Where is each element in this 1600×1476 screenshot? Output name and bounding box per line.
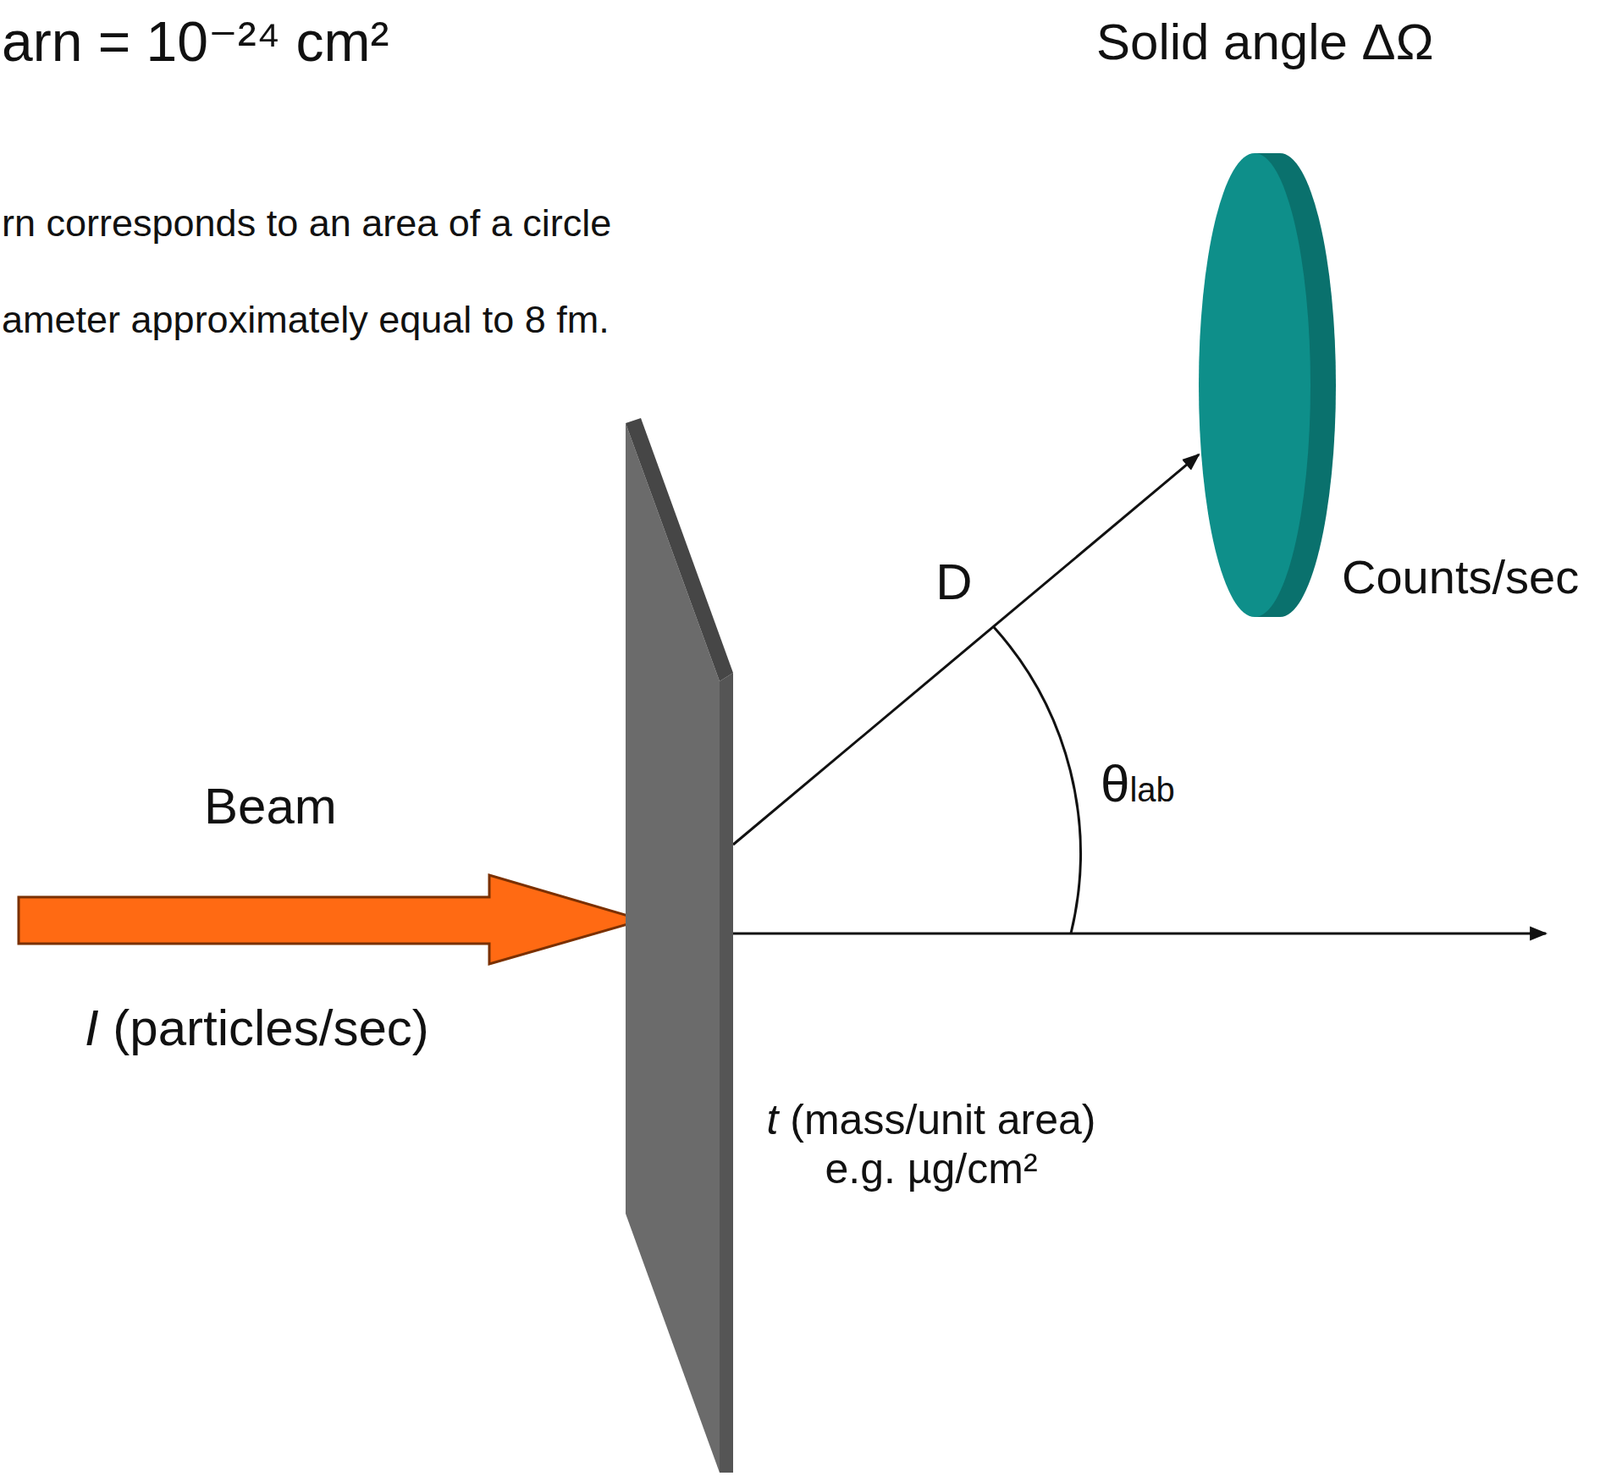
barn-note: ameter approximately equal to 8 fm. xyxy=(1,297,610,343)
beam-arrow xyxy=(18,875,643,965)
distance-line xyxy=(733,454,1199,845)
angle-label: θlab xyxy=(1100,753,1176,814)
target-thickness: t (mass/unit area) e.g. µg/cm² xyxy=(744,1096,1118,1194)
barn-note: rn corresponds to an area of a circle xyxy=(1,201,612,246)
disc-face xyxy=(1198,153,1311,618)
beam-label: Beam xyxy=(204,777,337,836)
target-slab: t (mass/unit area) e.g. µg/cm² xyxy=(625,418,734,1474)
beam-axis xyxy=(733,932,1546,936)
slab-face xyxy=(625,423,720,1474)
detector-disc-outline xyxy=(1198,153,1336,618)
solid-angle-label: Solid angle ΔΩ xyxy=(1096,12,1435,72)
angle-arc xyxy=(993,627,1081,934)
count-rate-label: Counts/sec xyxy=(1341,550,1579,605)
target-slab-outline xyxy=(625,418,734,1474)
detector-disc: Solid angle ΔΩCounts/sec xyxy=(1198,153,1336,618)
beam-intensity: I (particles/sec) xyxy=(84,998,430,1058)
barn-definition: arn = 10⁻²⁴ cm² xyxy=(1,10,390,75)
slab-face xyxy=(625,418,734,682)
distance-label: D xyxy=(932,552,976,612)
slab-face xyxy=(719,673,734,1474)
